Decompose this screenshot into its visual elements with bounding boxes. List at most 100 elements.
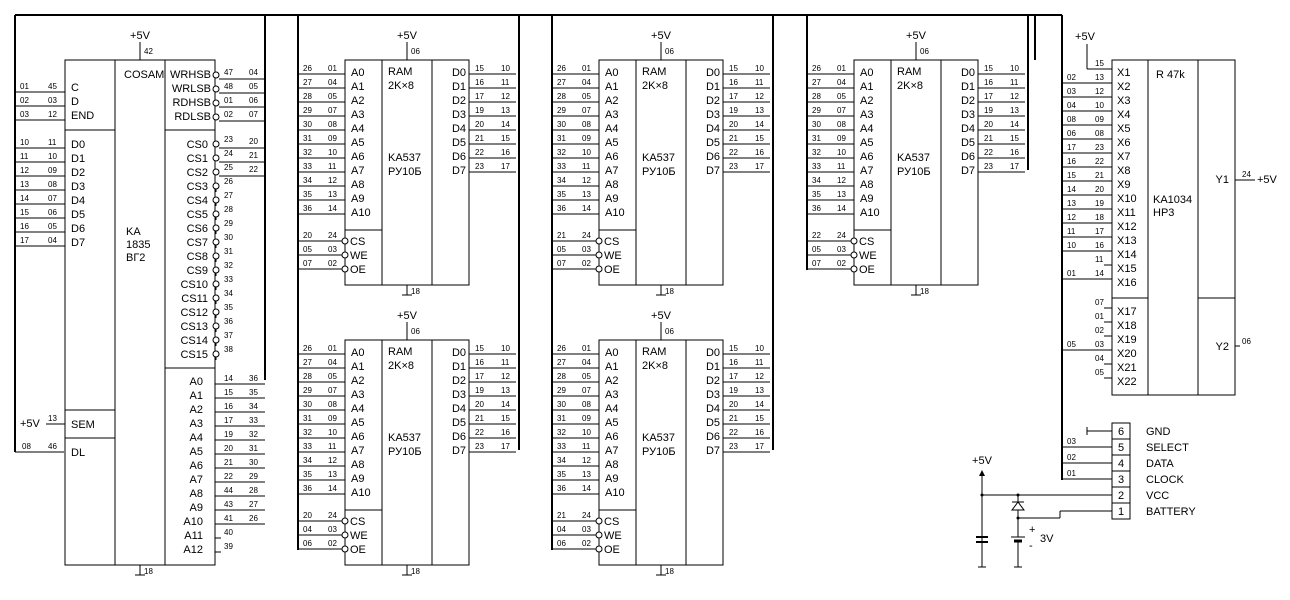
net-label: 05: [249, 82, 258, 91]
net-label: 16: [501, 428, 510, 437]
net-label: 34: [812, 176, 821, 185]
pin-name: X4: [1117, 109, 1130, 121]
net-label: 04: [1067, 101, 1076, 110]
connector-pin-name: BATTERY: [1146, 506, 1196, 518]
pin-name: OE: [859, 264, 875, 276]
pin-name: A0: [860, 67, 873, 79]
pin-number: 01: [837, 64, 846, 73]
controller-part-label: 1835: [126, 239, 150, 251]
inversion-bubble-icon: [212, 140, 220, 148]
pin-name: A10: [605, 207, 625, 219]
pin-number: 12: [48, 110, 57, 119]
pin-name: CS3: [187, 181, 208, 193]
pin-number: 30: [224, 233, 233, 242]
pin-number: 22: [224, 472, 233, 481]
net-label: 35: [812, 190, 821, 199]
pin-number: 01: [328, 64, 337, 73]
pin-number: 04: [837, 78, 846, 87]
pin-number: 31: [224, 247, 233, 256]
vcc-label: +5V: [130, 30, 151, 42]
net-label: 11: [755, 358, 764, 367]
net-label: 06: [303, 539, 312, 548]
net-label: 33: [303, 162, 312, 171]
inversion-bubble-icon: [595, 517, 603, 525]
net-label: 35: [557, 190, 566, 199]
pin-number: 19: [729, 386, 738, 395]
pin-name: X11: [1117, 207, 1136, 219]
vcc-pin-label: 06: [920, 47, 929, 56]
inversion-bubble-icon: [341, 531, 349, 539]
pin-name: C: [71, 82, 79, 94]
pin-name: X5: [1117, 123, 1130, 135]
pin-number: 12: [328, 176, 337, 185]
net-label: 13: [501, 386, 510, 395]
battery-plus-sign: +: [1029, 524, 1035, 536]
ground-pin-label: 18: [665, 567, 674, 576]
pin-number: 16: [475, 358, 484, 367]
pin-number: 21: [1095, 171, 1104, 180]
pin-name: D1: [452, 361, 466, 373]
ground-symbol-icon: 18: [656, 565, 674, 576]
net-label: 16: [755, 428, 764, 437]
net-label: 14: [1010, 120, 1019, 129]
pin-name: A0: [605, 67, 618, 79]
pin-number: 03: [1095, 340, 1104, 349]
pin-name: A7: [605, 445, 618, 457]
pin-name: A5: [351, 417, 364, 429]
pin-number: 11: [328, 162, 337, 171]
pin-number: 40: [224, 528, 233, 537]
net-label: 05: [1067, 340, 1076, 349]
pin-number: 06: [48, 208, 57, 217]
pin-number: 13: [837, 190, 846, 199]
net-label: 11: [1067, 227, 1076, 236]
pin-number: 35: [224, 303, 233, 312]
pin-name: D7: [71, 237, 85, 249]
pin-number: 16: [224, 402, 233, 411]
net-label: 13: [755, 106, 764, 115]
net-label: 08: [22, 442, 31, 451]
pin-name: CS9: [187, 265, 208, 277]
pin-name: D5: [706, 137, 720, 149]
pin-number: 44: [224, 486, 233, 495]
pin-number: 14: [328, 204, 337, 213]
pin-name: CS: [350, 236, 365, 248]
inversion-bubble-icon: [341, 265, 349, 273]
pin-name: X10: [1117, 193, 1137, 205]
pin-number: 46: [48, 442, 57, 451]
ram-title: 2K×8: [897, 80, 923, 92]
net-label: 01: [1067, 269, 1076, 278]
controller-func-label: COSAM: [124, 69, 164, 81]
battery-minus-sign: -: [1029, 540, 1033, 552]
pin-name: A2: [605, 375, 618, 387]
inversion-bubble-icon: [595, 265, 603, 273]
pin-name: A10: [860, 207, 880, 219]
inversion-bubble-icon: [595, 531, 603, 539]
net-label: 17: [1010, 162, 1019, 171]
pin-number: 43: [224, 500, 233, 509]
pin-name: A12: [183, 544, 203, 556]
net-label: 12: [1010, 92, 1019, 101]
pin-name: D3: [706, 389, 720, 401]
pin-name: X18: [1117, 320, 1137, 332]
pin-number: 08: [328, 400, 337, 409]
pin-number: 47: [224, 68, 233, 77]
pin-number: 14: [328, 484, 337, 493]
pin-name: A2: [351, 95, 364, 107]
inversion-bubble-icon: [212, 113, 220, 121]
pin-number: 04: [582, 78, 591, 87]
pin-number: 11: [837, 162, 846, 171]
pin-name: X22: [1117, 376, 1137, 388]
net-label: 21: [249, 151, 258, 160]
pin-name: A3: [605, 109, 618, 121]
net-label: 14: [1067, 185, 1076, 194]
pin-name: D2: [452, 95, 466, 107]
pin-number: 17: [729, 92, 738, 101]
net-label: 20: [303, 511, 312, 520]
pin-name: D6: [452, 151, 466, 163]
net-label: 15: [20, 208, 29, 217]
ram-part: KA537: [388, 152, 421, 164]
